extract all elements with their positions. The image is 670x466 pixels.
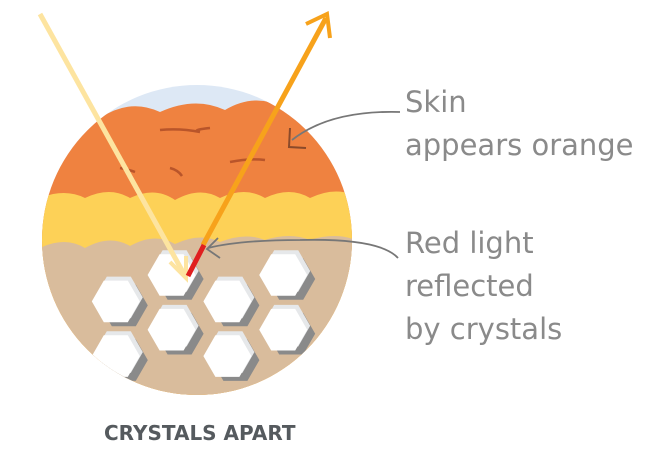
skin-pointer-line: [291, 111, 401, 141]
label-red-light: Red light: [405, 226, 534, 260]
caption-crystals-apart: CRYSTALS APART: [104, 421, 296, 445]
crystal: [147, 308, 196, 351]
red-light-pointer-line: [207, 238, 399, 259]
label-reflected: reflected: [405, 269, 534, 303]
crystal: [259, 254, 308, 296]
red-light-segment: [185, 243, 207, 278]
reflected-light-arrow: [185, 11, 332, 278]
red-light-pointer-arrowhead: [205, 237, 221, 259]
label-appears-orange: appears orange: [405, 128, 634, 162]
skin-cross-section: [42, 85, 352, 395]
crystal: [91, 280, 140, 323]
crystal-grid: [91, 250, 316, 381]
label-skin: Skin: [405, 85, 467, 119]
incoming-light-arrow: [37, 12, 188, 283]
crystal: [203, 280, 252, 323]
crystal: [203, 335, 252, 377]
label-by-crystals: by crystals: [405, 312, 562, 346]
skin-pointer-arrowhead: [287, 127, 307, 149]
crystal: [259, 308, 308, 351]
crystal: [147, 254, 196, 296]
